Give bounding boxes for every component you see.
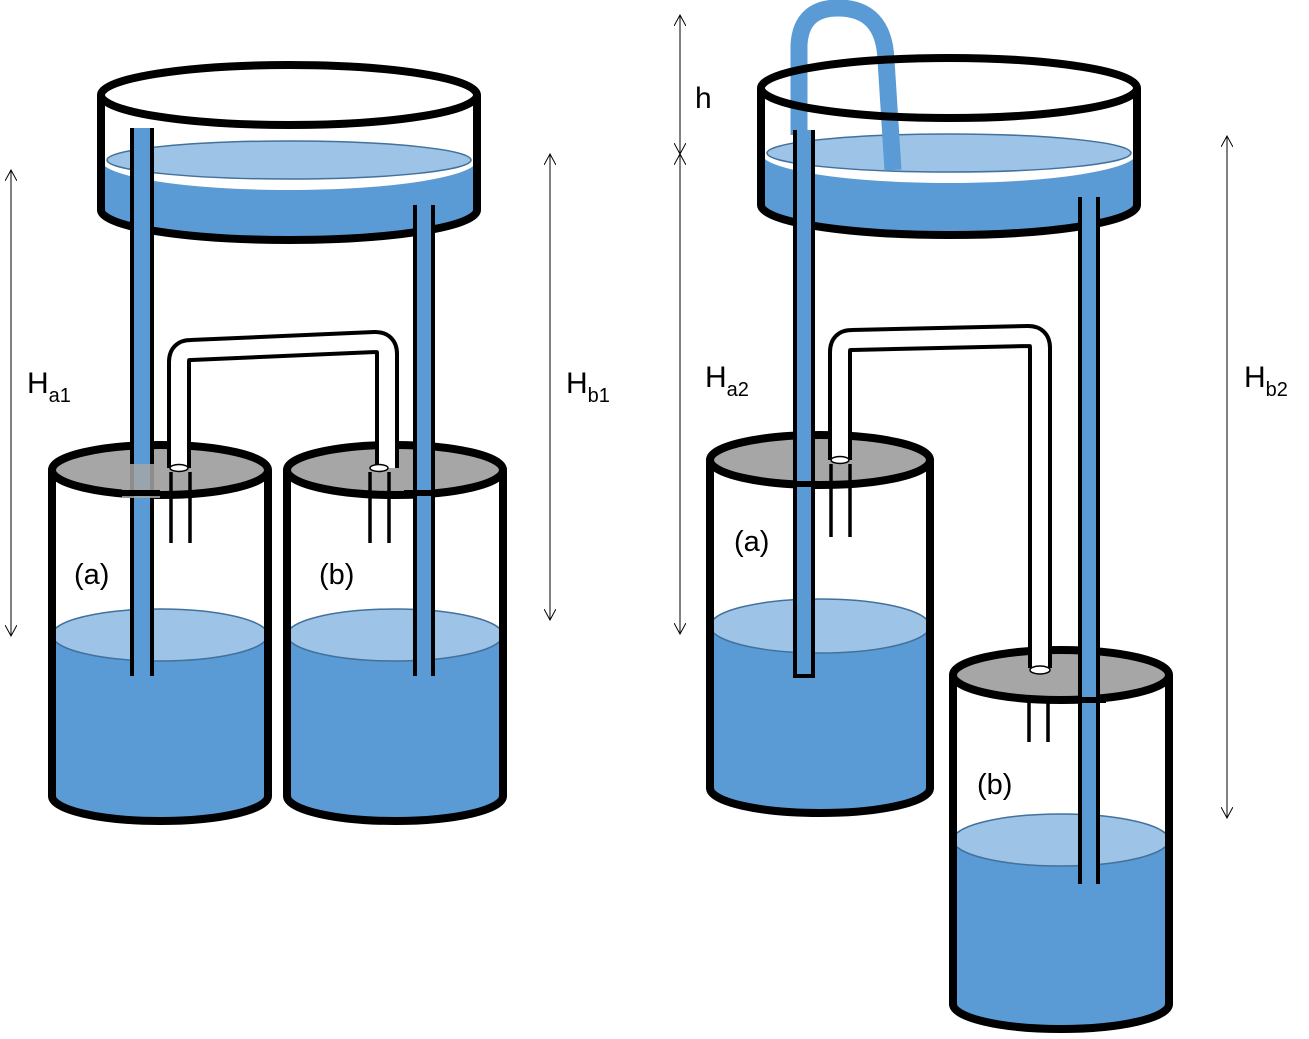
left-tube-b (404, 205, 440, 676)
right-jar-b-lid (949, 646, 1173, 704)
right-jar-a-lid (706, 431, 934, 489)
right-jar-b-label: (b) (977, 769, 1012, 801)
left-tube-a (122, 128, 160, 676)
left-jar-a (48, 441, 272, 825)
right-height-a-label: Ha2 (705, 361, 749, 401)
right-tube-b (1072, 197, 1106, 884)
left-setup: Ha1 Hb1 (a) (b) (11, 61, 610, 825)
right-connecting-tube (828, 324, 1052, 742)
right-curved-hose (790, 0, 902, 171)
right-tube-a (788, 130, 820, 678)
left-connecting-tube (167, 330, 399, 543)
right-jar-a-label: (a) (734, 526, 769, 558)
right-setup: h Ha2 Hb2 (a) (b) (680, 0, 1288, 1033)
left-height-a-label: Ha1 (27, 367, 71, 407)
right-height-h-label: h (695, 82, 712, 115)
left-jar-a-label: (a) (74, 559, 109, 591)
left-height-b-label: Hb1 (566, 367, 610, 407)
right-top-reservoir (757, 58, 1141, 239)
left-jar-b-label: (b) (319, 559, 354, 591)
left-top-reservoir (97, 61, 481, 244)
right-height-b-label: Hb2 (1244, 361, 1288, 401)
left-jar-b (283, 441, 507, 825)
right-jar-b (949, 646, 1173, 1033)
right-jar-a (706, 431, 934, 817)
right-top-reservoir-rim (757, 54, 1141, 122)
